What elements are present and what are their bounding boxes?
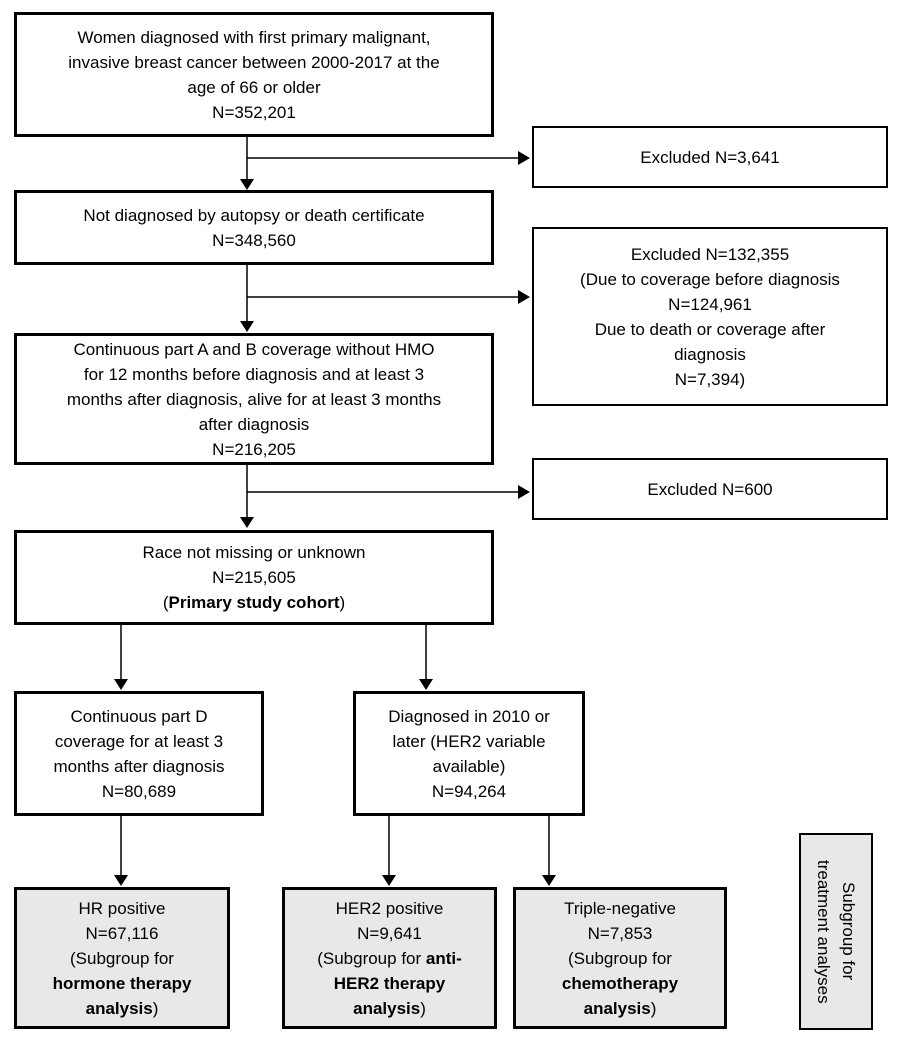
text-line: N=67,116: [85, 923, 159, 943]
text-line: diagnosis: [674, 344, 746, 364]
text-line: analysis): [85, 998, 159, 1018]
text-line: Continuous part A and B coverage without…: [73, 339, 435, 359]
text-line: hormone therapy: [52, 973, 192, 993]
box-not-autopsy: Not diagnosed by autopsy or death certif…: [14, 190, 494, 265]
arrowhead-right-icon: [518, 151, 530, 165]
box-coverage-ab: Continuous part A and B coverage without…: [14, 333, 494, 465]
arrowhead-right-icon: [518, 290, 530, 304]
text-line: N=80,689: [101, 781, 177, 801]
text-line: Race not missing or unknown: [142, 543, 366, 562]
text-line: N=124,961: [668, 294, 752, 314]
text-line: (Due to coverage before diagnosis: [580, 269, 840, 289]
arrowhead-down-icon: [240, 517, 254, 528]
text-line: invasive breast cancer between 2000-2017…: [68, 52, 440, 72]
text-line: Subgroup for: [839, 882, 858, 981]
text-line: (Subgroup for: [568, 948, 672, 968]
text-line: Triple-negative: [564, 898, 676, 918]
text-line: HR positive: [78, 898, 166, 918]
text-line: N=352,201: [212, 102, 296, 122]
text-line: (Subgroup for: [70, 948, 174, 968]
text-line: N=7,853: [587, 923, 653, 943]
text-line: for 12 months before diagnosis and at le…: [83, 364, 425, 384]
box-excluded-3: Excluded N=600: [532, 458, 888, 520]
box-excluded-2: Excluded N=132,355 (Due to coverage befor…: [532, 227, 888, 406]
arrowhead-down-icon: [382, 875, 396, 886]
box-treatment-subgroup-label: Subgroup for treatment analyses: [799, 833, 873, 1030]
text-line: analysis): [353, 998, 426, 1018]
box-her2-available: Diagnosed in 2010 or later (HER2 variable…: [353, 691, 585, 816]
text-line: Due to death or coverage after: [594, 319, 826, 339]
text-line: N=7,394): [674, 369, 746, 389]
text-line: HER2 positive: [335, 898, 444, 918]
arrowhead-down-icon: [419, 679, 433, 690]
text-line: HER2 therapy: [333, 973, 446, 993]
arrowhead-down-icon: [240, 179, 254, 190]
text-line: later (HER2 variable: [392, 731, 546, 751]
text-line: treatment analyses: [814, 859, 833, 1004]
text-line: months after diagnosis: [53, 756, 225, 776]
arrowhead-down-icon: [542, 875, 556, 886]
text-line: (Subgroup for anti-: [317, 948, 462, 968]
text-line: N=94,264: [431, 781, 507, 801]
vertical-label-text: Subgroup for treatment analyses: [811, 860, 861, 1004]
arrowhead-down-icon: [114, 679, 128, 690]
text-line: N=216,205: [212, 439, 296, 459]
arrowhead-right-icon: [518, 485, 530, 499]
text-line: available): [432, 756, 506, 776]
text-line: age of 66 or older: [187, 77, 321, 97]
text-line: Excluded N=600: [647, 479, 773, 499]
text-line: analysis): [583, 998, 657, 1018]
arrowhead-down-icon: [114, 875, 128, 886]
box-initial-cohort: Women diagnosed with first primary malig…: [14, 12, 494, 137]
text-line: Not diagnosed by autopsy or death certif…: [83, 205, 425, 225]
text-line: N=348,560: [212, 230, 296, 250]
text-line: Excluded N=3,641: [640, 147, 780, 167]
text-line: Excluded N=132,355: [630, 244, 790, 264]
text-line: Women diagnosed with first primary malig…: [77, 27, 431, 47]
text-line: after diagnosis: [198, 414, 310, 434]
text-line: N=215,605: [212, 568, 296, 587]
text-line: months after diagnosis, alive for at lea…: [66, 389, 442, 409]
text-line: chemotherapy: [561, 973, 679, 993]
text-line: Diagnosed in 2010 or: [388, 706, 550, 726]
text-line: N=9,641: [357, 923, 422, 943]
box-part-d-coverage: Continuous part D coverage for at least 3…: [14, 691, 264, 816]
text-line: (Primary study cohort): [162, 593, 346, 612]
box-excluded-1: Excluded N=3,641: [532, 126, 888, 188]
arrowhead-down-icon: [240, 321, 254, 332]
text-line: coverage for at least 3: [54, 731, 224, 751]
text-line: Continuous part D: [70, 706, 208, 726]
